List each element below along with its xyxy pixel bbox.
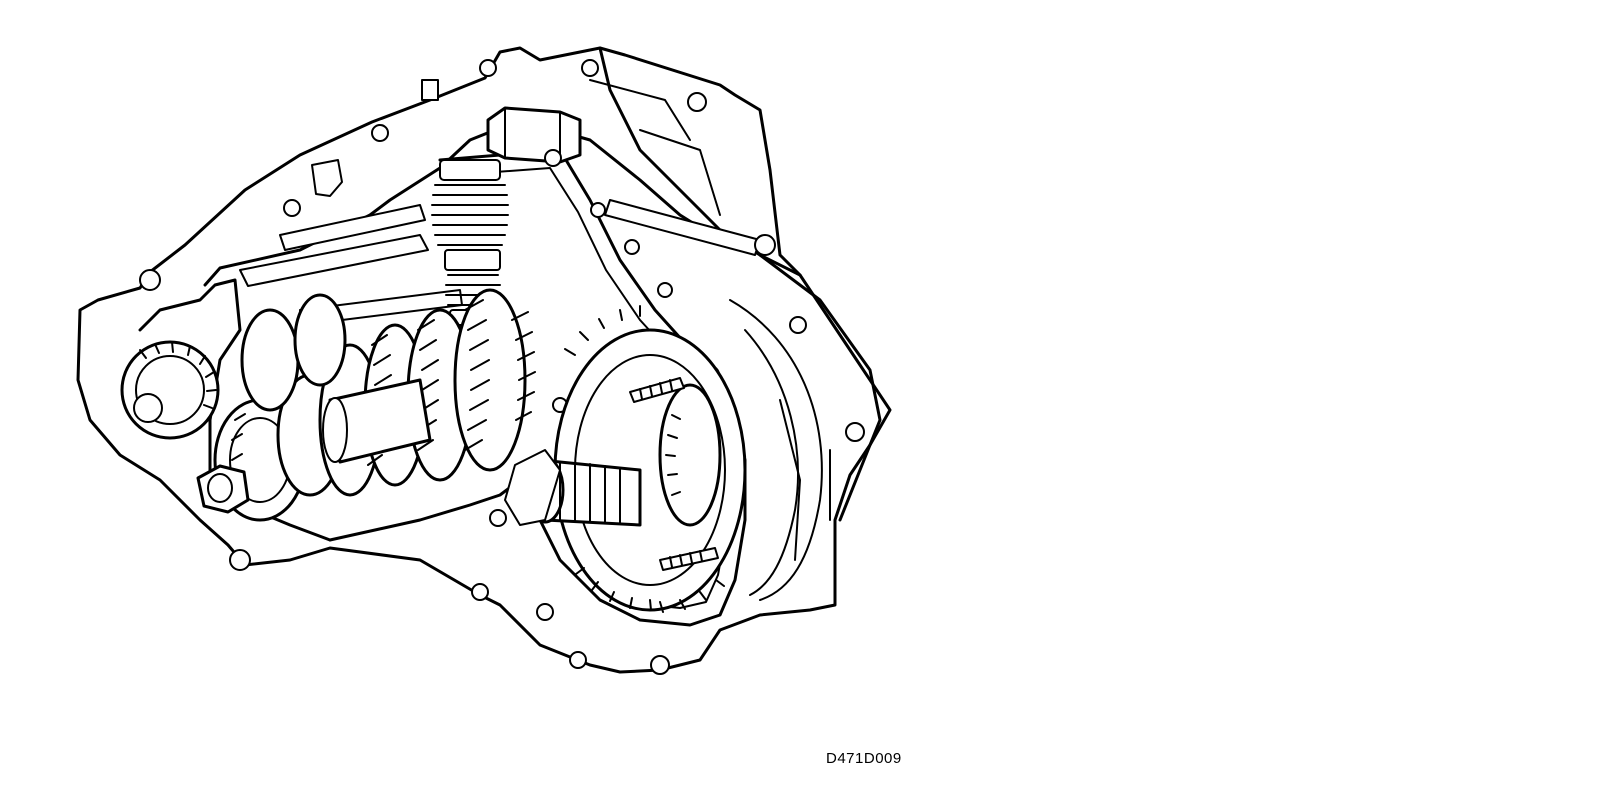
shaft-nut	[196, 464, 250, 514]
gear-stack	[213, 288, 536, 522]
studs	[629, 377, 719, 571]
top-sensor-block	[486, 106, 582, 164]
bellhousing-inner-rim-2	[744, 329, 799, 596]
drive-shaft-stub	[504, 449, 642, 527]
differential-assembly	[553, 305, 747, 613]
housing-ribs	[589, 79, 831, 561]
top-cover-frame	[203, 118, 762, 287]
shift-lever-fitting	[311, 159, 343, 197]
bolt-bosses	[229, 59, 865, 675]
shift-rails	[139, 199, 776, 326]
bellhousing-rim	[758, 253, 882, 522]
figure-code: D471D009	[826, 750, 902, 767]
lower-edge	[328, 478, 522, 542]
bellhousing-inner-rim	[729, 299, 823, 601]
breather-vent	[421, 79, 439, 101]
input-shaft-bearing	[120, 340, 220, 440]
